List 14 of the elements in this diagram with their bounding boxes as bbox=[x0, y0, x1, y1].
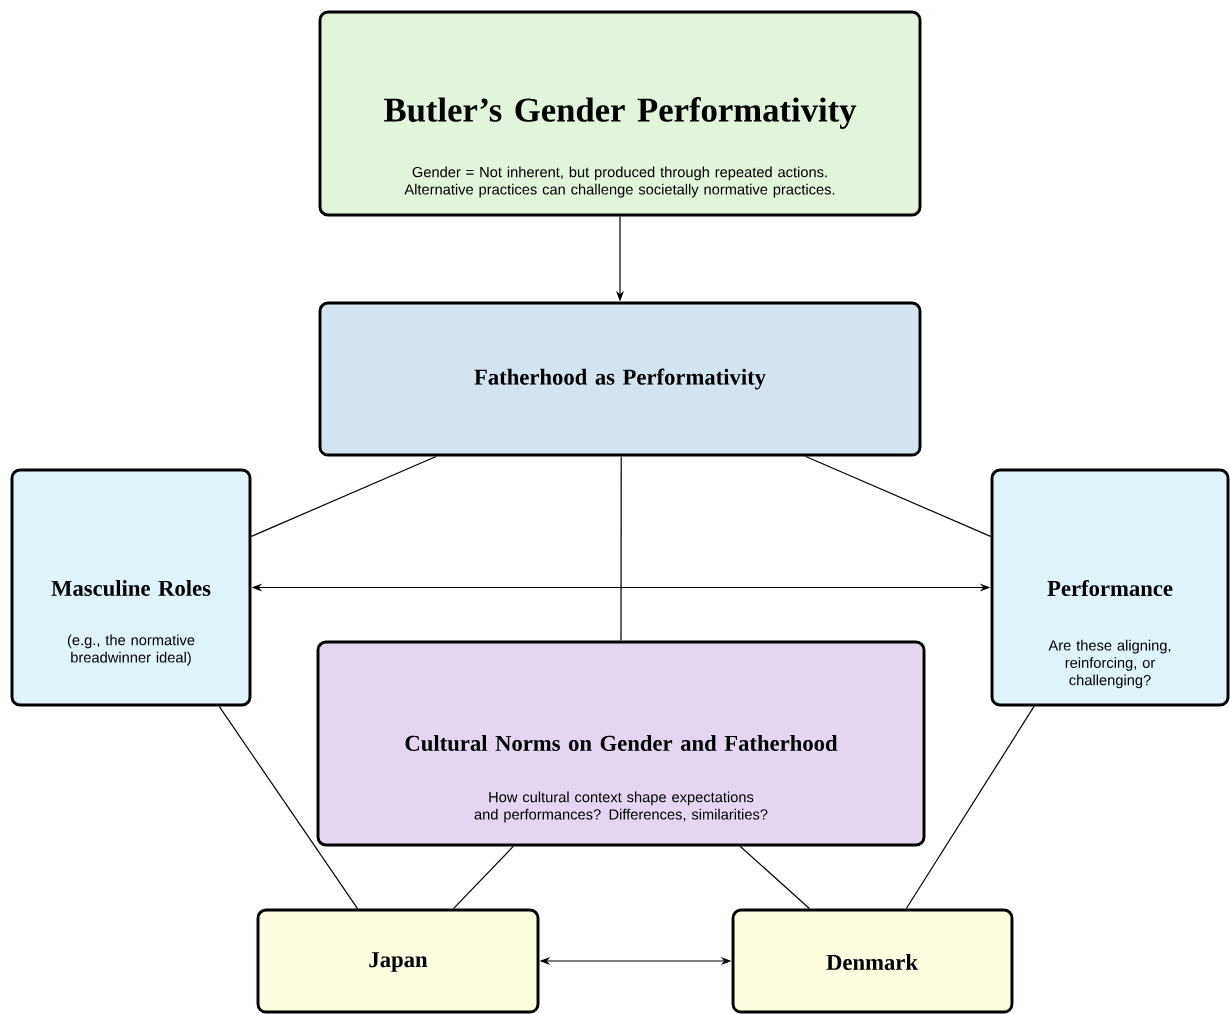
connector-line bbox=[250, 455, 437, 537]
process-box: Cultural Norms on Gender and Fatherhood How cultural context shape expectations and performances? Differences, similarities? bbox=[316, 640, 926, 847]
process-box: Denmark bbox=[731, 908, 1014, 1014]
process-box: Japan bbox=[256, 908, 540, 1014]
connector-line bbox=[452, 845, 514, 910]
process-box: Fatherhood as Performativity bbox=[318, 301, 922, 457]
connector-line bbox=[905, 705, 1035, 910]
connector-line bbox=[620, 455, 622, 642]
process-box: Performance Are these aligning, reinforcing, or challenging? bbox=[990, 468, 1230, 707]
connector-line bbox=[805, 455, 992, 537]
connector-line bbox=[218, 705, 359, 910]
process-box: Butler’s Gender Performativity Gender = Not inherent, but produced through repeated actions. Alternative practices can challenge societally normative practices. bbox=[318, 10, 922, 217]
process-box: Masculine Roles (e.g., the normative breadwinner ideal) bbox=[10, 468, 252, 707]
connector-line bbox=[739, 845, 810, 910]
